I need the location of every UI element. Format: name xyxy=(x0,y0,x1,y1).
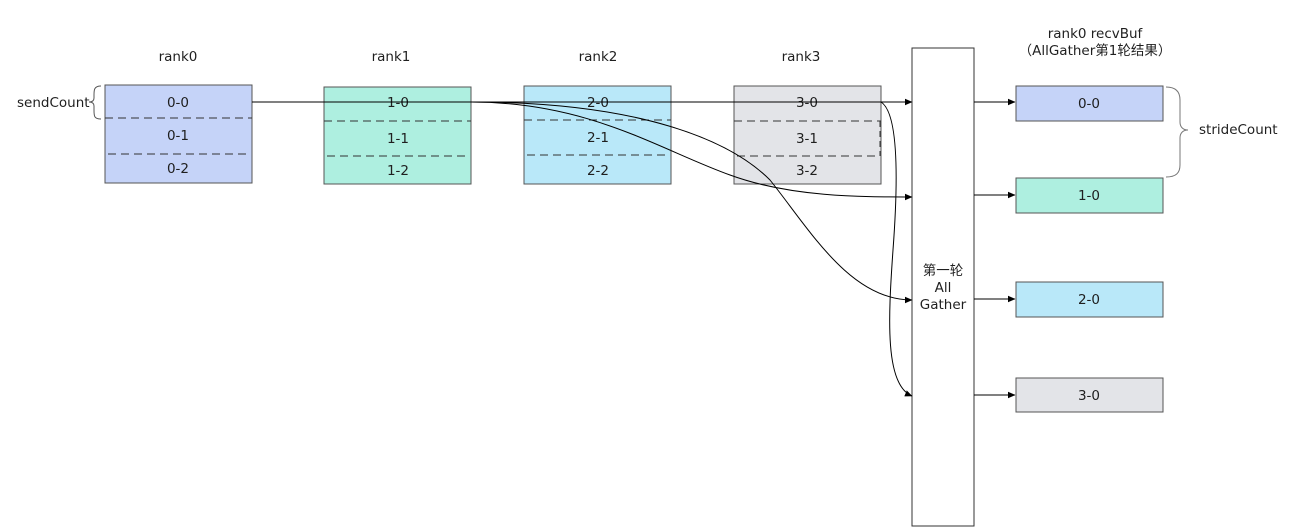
rank2-column: rank2 2-0 2-1 2-2 xyxy=(523,49,672,185)
rank0-label: rank0 xyxy=(159,49,198,65)
stride-count-label: strideCount xyxy=(1199,122,1278,138)
gather-connectors xyxy=(252,98,913,397)
cell-1-0: 1-0 xyxy=(387,95,409,111)
cell-0-1: 0-1 xyxy=(167,128,189,144)
allgather-box: 第一轮 All Gather xyxy=(911,47,975,527)
recv-block-2 xyxy=(1015,281,1164,318)
allgather-label-line2: All xyxy=(935,280,952,296)
send-count-label: sendCount xyxy=(17,95,90,111)
recv-block-0-label: 0-0 xyxy=(1078,96,1100,112)
recv-block-3-label: 3-0 xyxy=(1078,388,1100,404)
recv-block-1-label: 1-0 xyxy=(1078,188,1100,204)
cell-3-1: 3-1 xyxy=(796,131,818,147)
rank2-label: rank2 xyxy=(579,49,618,65)
rank1-column: rank1 1-0 1-1 1-2 xyxy=(323,49,472,185)
recv-title-line2: （AllGather第1轮结果） xyxy=(1019,42,1172,59)
cell-3-0: 3-0 xyxy=(796,95,818,111)
recv-block-2-label: 2-0 xyxy=(1078,292,1100,308)
recv-buf: rank0 recvBuf （AllGather第1轮结果） 0-0 1-0 2… xyxy=(974,26,1172,413)
send-count-brace xyxy=(88,85,102,120)
rank3-label: rank3 xyxy=(782,49,821,65)
recv-title-line1: rank0 recvBuf xyxy=(1048,26,1144,42)
stride-count-annotation: strideCount xyxy=(1165,86,1278,178)
arrow-3-0-to-gather xyxy=(880,101,913,397)
allgather-label-line3: Gather xyxy=(920,297,967,313)
cell-2-0: 2-0 xyxy=(587,95,609,111)
arrow-2-0-to-gather xyxy=(470,101,913,304)
cell-1-2: 1-2 xyxy=(387,163,409,179)
stride-count-brace xyxy=(1165,86,1189,178)
recv-block-3 xyxy=(1015,377,1164,413)
arrow-1-0-to-gather xyxy=(470,101,913,201)
send-count-annotation: sendCount xyxy=(17,85,102,120)
recv-block-0 xyxy=(1015,85,1164,122)
rank0-buffer xyxy=(104,84,253,184)
cell-1-1: 1-1 xyxy=(387,131,409,147)
cell-0-2: 0-2 xyxy=(167,161,189,177)
rank0-column: rank0 0-0 0-1 0-2 xyxy=(104,49,253,184)
cell-2-1: 2-1 xyxy=(587,130,609,146)
allgather-label-line1: 第一轮 xyxy=(923,262,964,279)
rank1-buffer xyxy=(323,86,472,185)
cell-3-2: 3-2 xyxy=(796,163,818,179)
cell-2-2: 2-2 xyxy=(587,163,609,179)
recv-block-1 xyxy=(1015,177,1164,214)
allgather-rect xyxy=(911,47,975,527)
rank1-label: rank1 xyxy=(372,49,411,65)
rank3-column: rank3 3-0 3-1 3-2 xyxy=(733,49,882,185)
cell-0-0: 0-0 xyxy=(167,95,189,111)
